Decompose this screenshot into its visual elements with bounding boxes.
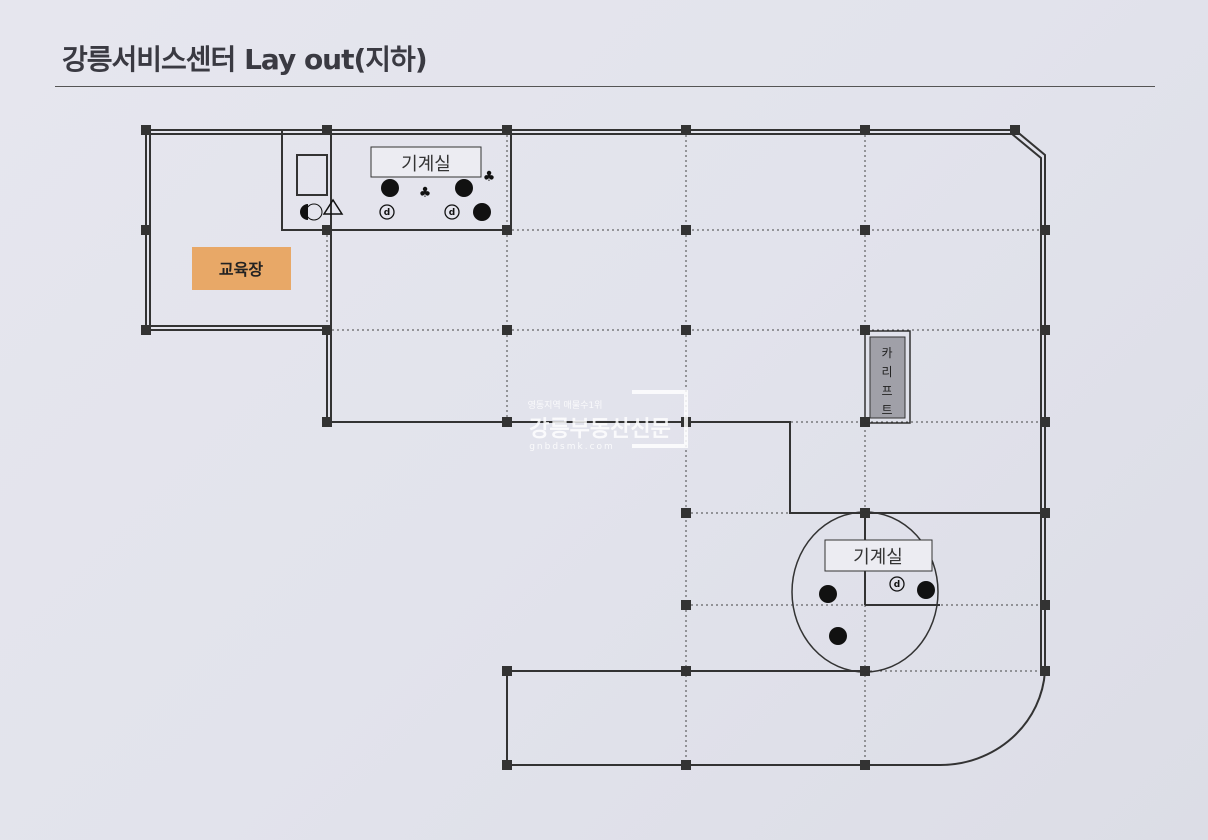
- svg-text:♣: ♣: [483, 169, 496, 185]
- svg-text:영동지역 매물수1위: 영동지역 매물수1위: [528, 400, 603, 411]
- columns: [141, 125, 1050, 770]
- education-room-label: 교육장: [219, 260, 263, 279]
- title-divider: [55, 86, 1155, 87]
- watermark-logo: 영동지역 매물수1위 강릉부동산신문 gnbdsmk.com: [528, 390, 688, 452]
- car-lift-label: 카 리 프 트: [881, 346, 892, 417]
- car-lift-box: [869, 336, 906, 419]
- machine-room-2-label: 기계실: [853, 547, 903, 568]
- svg-text:프: 프: [881, 384, 892, 398]
- svg-text:트: 트: [881, 403, 892, 417]
- equipment: [300, 179, 935, 645]
- page-title: 강릉서비스센터 Lay out(지하): [62, 43, 428, 76]
- svg-text:gnbdsmk.com: gnbdsmk.com: [529, 442, 615, 452]
- svg-text:d: d: [894, 580, 900, 590]
- machine-room-2-boundary: [791, 511, 939, 673]
- svg-text:강릉부동산신문: 강릉부동산신문: [529, 417, 671, 442]
- machine-room-2-box: [824, 539, 933, 572]
- svg-text:d: d: [449, 208, 455, 218]
- machine-room-1-box: [370, 146, 482, 178]
- education-room-box: [192, 247, 291, 290]
- d-symbols: [379, 204, 905, 592]
- machine-room-1-label: 기계실: [401, 154, 451, 175]
- svg-text:d: d: [384, 208, 390, 218]
- grid-lines: [326, 130, 1045, 765]
- svg-text:리: 리: [881, 365, 892, 379]
- svg-text:♣: ♣: [419, 185, 432, 201]
- svg-text:카: 카: [881, 346, 892, 360]
